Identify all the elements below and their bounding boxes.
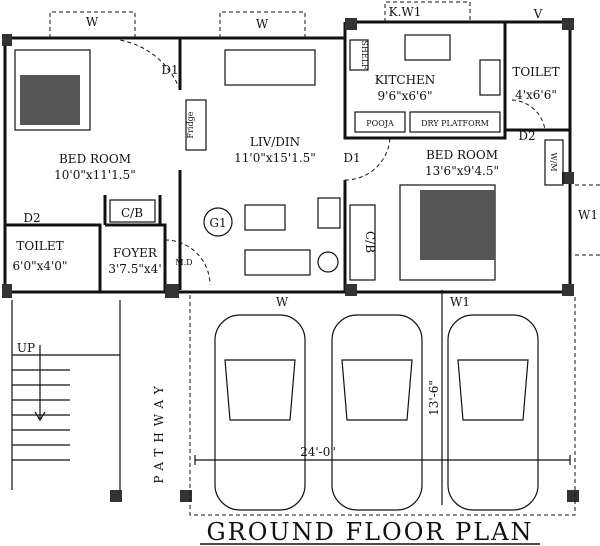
plan-title: GROUND FLOOR PLAN [206,518,533,546]
toilet-left-size: 6'0"x4'0" [13,259,68,273]
d2-label-b: D2 [518,129,535,143]
foyer-name: FOYER [113,246,158,260]
pathway-label: PATHWAY [152,380,166,483]
d2-label-a: D2 [23,211,40,225]
toilet-right-size: 4'x6'6" [515,88,557,102]
stairs-up-label: UP [17,341,35,355]
fridge-label: Fridge [186,111,195,138]
pooja-label: POOJA [366,119,394,128]
wm-label: W/M [549,152,558,171]
windows [49,1,600,256]
window-right-label: W1 [578,208,598,222]
window-top-left-label: W [86,15,99,29]
parking [189,290,576,516]
kitchen-window-label: K.W1 [389,5,422,19]
kitchen-name: KITCHEN [375,73,436,87]
foyer-size: 3'7.5"x4' [108,262,161,276]
depth-dimension: 13'-6" [427,380,441,416]
bedroom-left-size: 10'0"x11'1.5" [54,168,136,182]
toilet-left-name: TOILET [16,239,63,253]
md-label: M.D [175,258,192,267]
doors [119,39,546,286]
stairs [11,300,121,490]
dry-platform-label: DRY PLATFORM [421,119,489,128]
width-dimension: 24'-0" [300,445,336,459]
furniture [14,34,564,281]
cb-right-label: C/B [363,231,377,253]
window-bottom-w1-label: W1 [450,295,470,309]
livdin-name: LIV/DIN [250,135,300,149]
d1-label-b: D1 [343,151,360,165]
shelf-label: SHELF [360,40,369,70]
bedroom-right-name: BED ROOM [426,148,498,162]
d1-label-a: D1 [161,63,178,77]
window-top-mid-label: W [256,17,269,31]
ventilator-label: V [533,7,543,21]
walls [2,18,579,502]
livdin-size: 11'0"x15'1.5" [234,151,316,165]
g1-label: G1 [209,216,226,230]
window-bottom-label: W [276,295,289,309]
toilet-right-name: TOILET [512,65,559,79]
bedroom-left-name: BED ROOM [59,152,131,166]
kitchen-size: 9'6"x6'6" [378,89,433,103]
bedroom-right-size: 13'6"x9'4.5" [425,164,499,178]
g1-marker [203,207,233,237]
cb-left-label: C/B [121,206,143,220]
